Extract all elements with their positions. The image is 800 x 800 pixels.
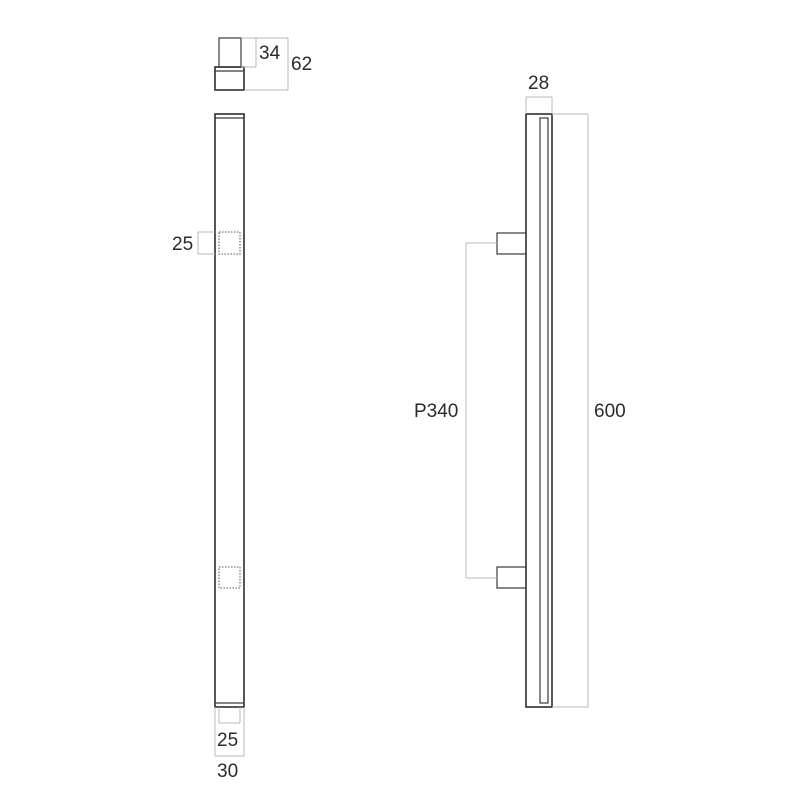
side-view-bar xyxy=(525,113,553,708)
side-view: 28 P340 600 xyxy=(414,73,626,708)
dim-25-left-label: 25 xyxy=(172,234,193,255)
side-view-post-upper xyxy=(496,232,527,255)
top-view-base xyxy=(214,66,245,91)
front-view: 25 25 30 xyxy=(172,113,245,782)
dim-28-label: 28 xyxy=(528,73,549,94)
dim-p340-label: P340 xyxy=(414,401,458,422)
dim-30-label: 30 xyxy=(217,761,238,782)
side-view-bar-inner xyxy=(539,117,549,704)
top-view: 34 62 xyxy=(214,37,312,91)
side-view-post-lower xyxy=(496,566,527,589)
dim-600-label: 600 xyxy=(594,401,626,422)
front-view-post-lower-hidden xyxy=(218,566,241,589)
top-view-post xyxy=(218,37,242,68)
dim-25-bottom-label: 25 xyxy=(217,730,238,751)
dim-34-label: 34 xyxy=(259,43,281,64)
front-view-post-upper-hidden xyxy=(218,231,241,255)
front-view-bar xyxy=(214,113,245,708)
dim-62-label: 62 xyxy=(291,54,312,75)
